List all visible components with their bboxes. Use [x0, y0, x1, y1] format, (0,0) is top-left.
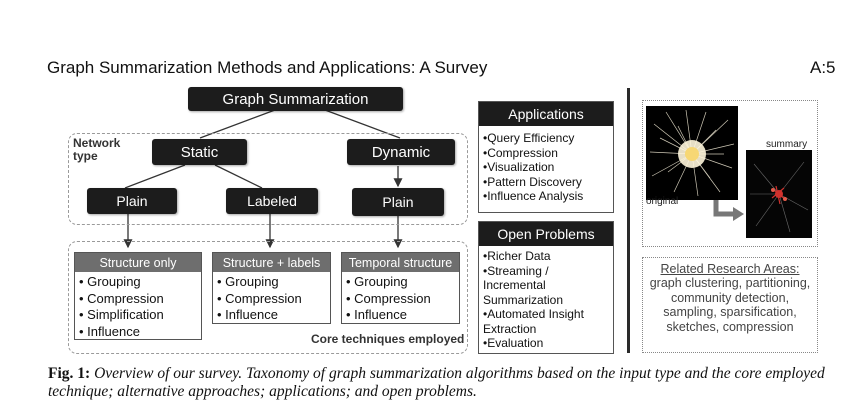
group-header: Structure + labels — [213, 253, 330, 272]
technique-item: Influence — [217, 307, 302, 324]
technique-item: Influence — [79, 324, 164, 341]
related-areas-text: graph clustering, partitioning, communit… — [649, 276, 811, 334]
open-problem-item: Automated Insight Extraction — [483, 307, 611, 336]
applications-title: Applications — [479, 102, 613, 126]
core-techniques-region — [68, 241, 468, 354]
technique-item: Influence — [346, 307, 431, 324]
vertical-divider — [627, 88, 630, 353]
structure-only-box: Structure only Grouping Compression Simp… — [74, 252, 202, 340]
original-label: original — [646, 196, 679, 207]
application-item: Pattern Discovery — [483, 175, 583, 190]
dynamic-node: Dynamic — [347, 139, 455, 165]
temporal-structure-box: Temporal structure Grouping Compression … — [341, 252, 460, 324]
original-graph-image — [646, 106, 738, 200]
technique-item: Grouping — [217, 274, 302, 291]
open-problem-item: Evaluation — [483, 336, 611, 351]
example-panel — [642, 100, 818, 247]
technique-item: Compression — [79, 291, 164, 308]
group-header: Structure only — [75, 253, 201, 272]
application-item: Visualization — [483, 160, 583, 175]
technique-item: Compression — [217, 291, 302, 308]
application-item: Query Efficiency — [483, 131, 583, 146]
edge-static-labeled — [214, 164, 263, 189]
open-problem-item: Richer Data — [483, 249, 611, 264]
core-techniques-label: Core techniques employed — [311, 332, 465, 346]
example-arrow — [713, 197, 735, 217]
caption-text: Overview of our survey. Taxonomy of grap… — [48, 365, 825, 400]
related-areas-title: Related Research Areas: — [660, 262, 800, 276]
application-item: Influence Analysis — [483, 189, 583, 204]
technique-item: Grouping — [79, 274, 164, 291]
network-type-region — [68, 133, 468, 225]
technique-item: Simplification — [79, 307, 164, 324]
group-header: Temporal structure — [342, 253, 459, 272]
caption-label: Fig. 1: — [48, 365, 91, 382]
open-problem-item: Streaming / Incremental Summarization — [483, 264, 611, 308]
edge-static-plain — [124, 164, 186, 189]
root-node: Graph Summarization — [188, 87, 403, 111]
structure-labels-box: Structure + labels Grouping Compression … — [212, 252, 331, 324]
applications-box: Applications Query Efficiency Compressio… — [478, 101, 614, 213]
summary-graph-image — [746, 150, 812, 238]
network-type-label: Network type — [73, 136, 121, 163]
plain-node-dynamic: Plain — [352, 188, 444, 216]
open-problems-box: Open Problems Richer Data Streaming / In… — [478, 221, 614, 354]
technique-item: Compression — [346, 291, 431, 308]
figure-caption: Fig. 1: Overview of our survey. Taxonomy… — [48, 365, 848, 401]
plain-node-static: Plain — [87, 188, 177, 214]
paper-title: Graph Summarization Methods and Applicat… — [47, 58, 488, 77]
labeled-node: Labeled — [226, 188, 318, 214]
summary-label: summary — [766, 139, 808, 150]
technique-item: Grouping — [346, 274, 431, 291]
open-problems-title: Open Problems — [479, 222, 613, 246]
related-areas-panel: Related Research Areas: graph clustering… — [642, 257, 818, 353]
page-number: A:5 — [810, 58, 836, 77]
static-node: Static — [152, 139, 247, 165]
application-item: Compression — [483, 146, 583, 161]
